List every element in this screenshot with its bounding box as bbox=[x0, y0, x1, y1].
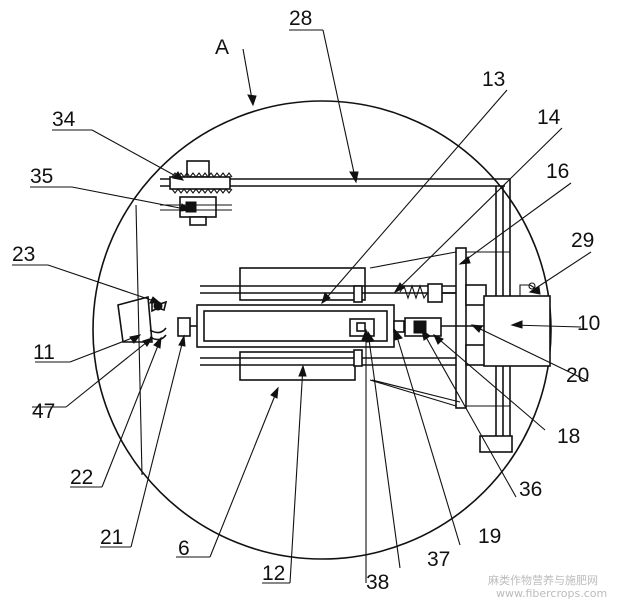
label-35: 35 bbox=[30, 165, 53, 188]
label-10: 10 bbox=[577, 312, 600, 335]
label-11: 11 bbox=[33, 341, 55, 364]
frame-lines bbox=[369, 251, 457, 407]
label-13: 13 bbox=[482, 68, 505, 91]
label-22: 22 bbox=[70, 466, 93, 489]
main-cylinder bbox=[190, 304, 395, 348]
leader-lines bbox=[12, 29, 592, 584]
label-14: 14 bbox=[537, 106, 561, 129]
arrow-heads bbox=[129, 94, 541, 399]
label-47: 47 bbox=[32, 400, 55, 423]
label-28: 28 bbox=[289, 7, 312, 30]
guide-rods bbox=[200, 267, 460, 381]
watermark-line-1: 麻类作物营养与施肥网 bbox=[488, 573, 598, 587]
label-18: 18 bbox=[557, 425, 580, 448]
watermark: 麻类作物营养与施肥网 www.fibercrops.com bbox=[488, 573, 607, 600]
label-38: 38 bbox=[366, 571, 389, 594]
label-37: 37 bbox=[427, 548, 450, 571]
detail-circle bbox=[92, 100, 552, 560]
label-29: 29 bbox=[571, 229, 594, 252]
label-34: 34 bbox=[52, 108, 76, 131]
end-block bbox=[117, 295, 191, 343]
drive-motor bbox=[393, 282, 551, 367]
label-36: 36 bbox=[519, 478, 542, 501]
label-20: 20 bbox=[566, 364, 589, 387]
label-6: 6 bbox=[178, 537, 190, 560]
gear-assembly bbox=[160, 160, 233, 226]
watermark-line-2: www.fibercrops.com bbox=[496, 587, 607, 600]
label-12: 12 bbox=[262, 562, 285, 585]
spring bbox=[399, 283, 456, 303]
flange-plate bbox=[455, 247, 510, 409]
part-labels: A 28 13 14 16 29 10 20 18 36 19 37 38 12… bbox=[12, 7, 600, 594]
label-23: 23 bbox=[12, 243, 35, 266]
detail-label-a: A bbox=[215, 36, 229, 59]
label-19: 19 bbox=[478, 525, 501, 548]
label-16: 16 bbox=[546, 160, 569, 183]
label-21: 21 bbox=[100, 526, 123, 549]
